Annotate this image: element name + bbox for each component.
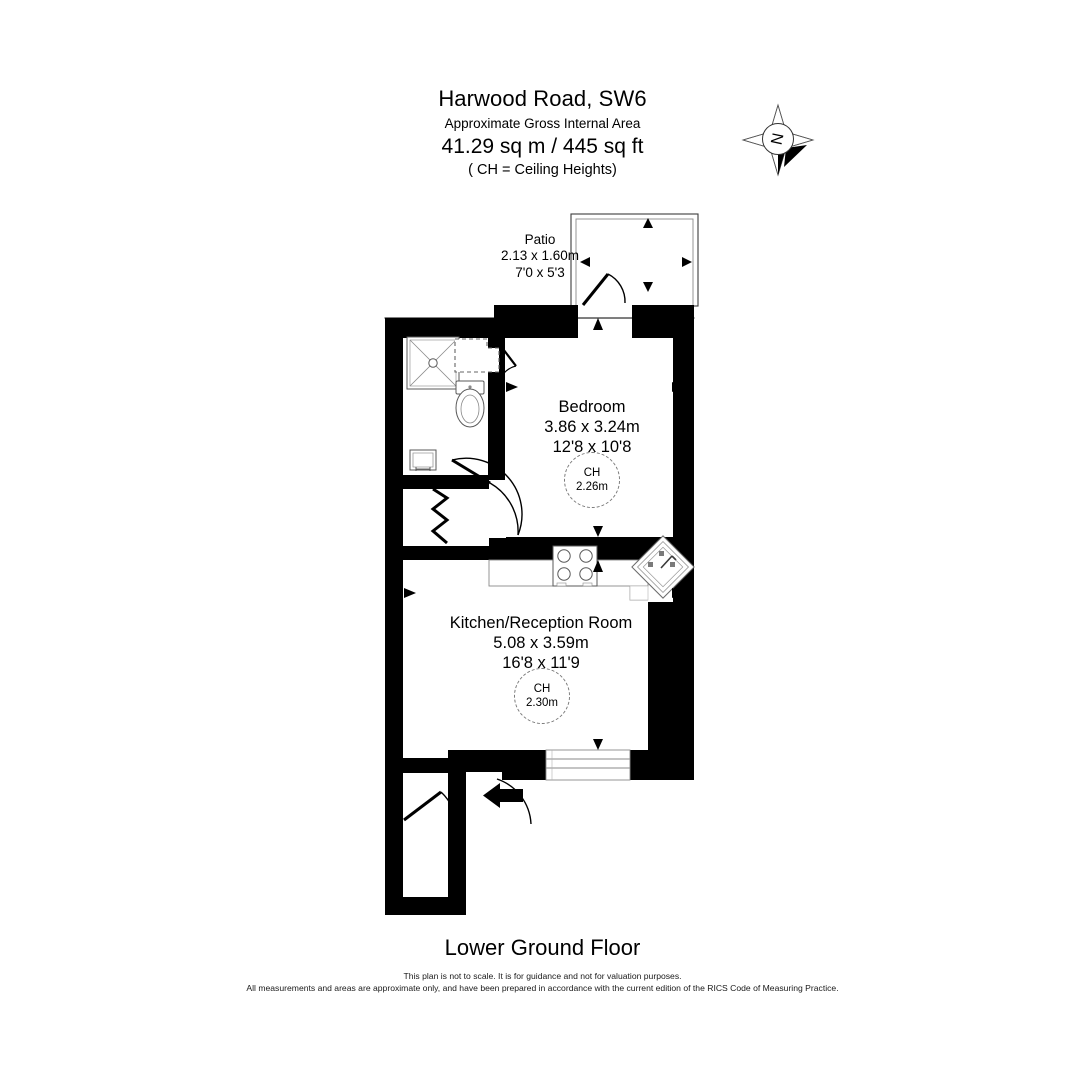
disclaimer-line-1: This plan is not to scale. It is for gui… bbox=[403, 971, 682, 981]
room-label-kitchen-reception: Kitchen/Reception Room 5.08 x 3.59m 16'8… bbox=[450, 613, 633, 673]
compass-rose: N bbox=[741, 103, 815, 177]
wash-basin bbox=[409, 449, 437, 471]
patio-outline bbox=[570, 213, 699, 307]
bedroom-name: Bedroom bbox=[558, 398, 626, 416]
room-label-patio: Patio 2.13 x 1.60m 7'0 x 5'3 bbox=[501, 232, 579, 281]
patio-dimension-arrows bbox=[580, 218, 692, 292]
area-subtitle: Approximate Gross Internal Area bbox=[444, 116, 641, 131]
kitchen-sink bbox=[629, 535, 695, 601]
page-title: Harwood Road, SW6 bbox=[438, 86, 647, 111]
compass-icon: N bbox=[741, 103, 815, 177]
ceiling-height-bedroom: CH 2.26m bbox=[564, 452, 620, 508]
ch-value-kitchen: 2.30m bbox=[526, 697, 558, 709]
ceiling-height-legend: ( CH = Ceiling Heights) bbox=[468, 161, 617, 178]
dimension-arrows bbox=[404, 318, 684, 750]
kitchen-name: Kitchen/Reception Room bbox=[449, 614, 633, 632]
ch-label-bedroom: CH bbox=[583, 466, 601, 479]
shower-tray bbox=[406, 336, 460, 390]
patio-door bbox=[581, 273, 626, 306]
entrance-door bbox=[403, 790, 457, 829]
bedroom-dim-imperial: 12'8 x 10'8 bbox=[552, 438, 632, 457]
disclaimer: This plan is not to scale. It is for gui… bbox=[0, 970, 1085, 995]
ceiling-height-kitchen: CH 2.30m bbox=[514, 668, 570, 724]
plan-header: Harwood Road, SW6 Approximate Gross Inte… bbox=[0, 88, 1085, 177]
garden-door-steps bbox=[545, 749, 631, 781]
ch-label-kitchen: CH bbox=[533, 682, 551, 695]
ch-value-bedroom: 2.26m bbox=[576, 481, 608, 493]
room-label-bedroom: Bedroom 3.86 x 3.24m 12'8 x 10'8 bbox=[544, 397, 639, 457]
bedroom-door bbox=[451, 457, 523, 536]
compass-north-letter: N bbox=[768, 132, 787, 147]
wall-mass bbox=[385, 305, 694, 915]
cupboard-door-swing bbox=[499, 344, 517, 381]
patio-dim-imperial: 7'0 x 5'3 bbox=[515, 264, 565, 280]
bathroom-bifold-door bbox=[430, 487, 450, 545]
kitchen-dim-imperial: 16'8 x 11'9 bbox=[502, 654, 580, 673]
entrance-arrow bbox=[483, 783, 523, 808]
kitchen-dim-metric: 5.08 x 3.59m bbox=[493, 634, 589, 653]
floor-level-label: Lower Ground Floor bbox=[444, 935, 641, 960]
patio-dim-metric: 2.13 x 1.60m bbox=[500, 248, 580, 264]
patio-name: Patio bbox=[524, 232, 556, 247]
toilet bbox=[455, 380, 485, 428]
hob bbox=[552, 545, 598, 587]
disclaimer-line-2: All measurements and areas are approxima… bbox=[246, 983, 839, 994]
total-area: 41.29 sq m / 445 sq ft bbox=[441, 134, 644, 158]
bedroom-dim-metric: 3.86 x 3.24m bbox=[544, 418, 640, 437]
built-in-cupboard bbox=[454, 338, 500, 373]
